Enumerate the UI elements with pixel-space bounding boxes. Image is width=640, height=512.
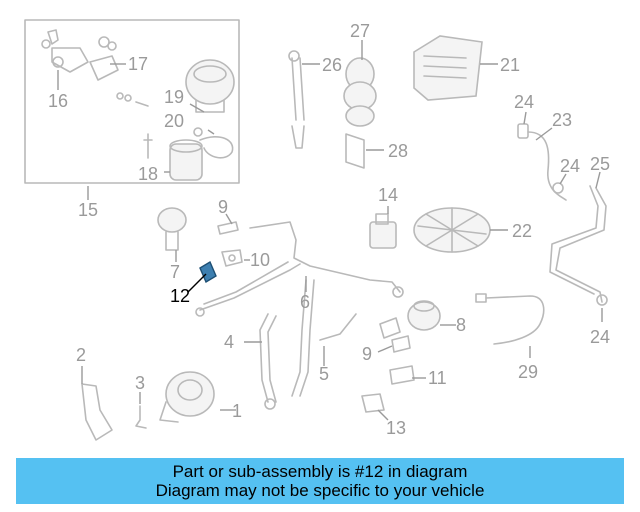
callout-18[interactable]: 18 bbox=[138, 164, 158, 184]
callout-20[interactable]: 20 bbox=[164, 111, 184, 131]
callout-5[interactable]: 5 bbox=[319, 364, 329, 384]
callout-27[interactable]: 27 bbox=[350, 21, 370, 41]
leader-12 bbox=[187, 273, 207, 293]
callout-9a[interactable]: 9 bbox=[218, 197, 228, 217]
callout-8[interactable]: 8 bbox=[456, 315, 466, 335]
banner-line-1: Part or sub-assembly is #12 in diagram bbox=[172, 462, 468, 481]
callout-7[interactable]: 7 bbox=[170, 262, 180, 282]
callout-26[interactable]: 26 bbox=[322, 55, 342, 75]
callout-11[interactable]: 11 bbox=[428, 368, 447, 388]
part-9-gasket-b[interactable] bbox=[379, 317, 401, 339]
callout-1[interactable]: 1 bbox=[232, 401, 242, 421]
part-21-module[interactable] bbox=[413, 35, 483, 101]
callout-24a[interactable]: 24 bbox=[514, 92, 534, 112]
part-12-gasket[interactable] bbox=[199, 260, 217, 284]
part-2-bracket[interactable] bbox=[81, 383, 113, 441]
part-22-cover[interactable] bbox=[413, 207, 491, 253]
callout-21[interactable]: 21 bbox=[500, 55, 520, 75]
callout-16[interactable]: 16 bbox=[48, 91, 68, 111]
part-24-clamp-c[interactable] bbox=[596, 294, 608, 306]
leader-23 bbox=[535, 127, 553, 141]
part-24-clamp-b[interactable] bbox=[552, 182, 564, 194]
part-16-bracket[interactable] bbox=[41, 29, 89, 73]
leader-25 bbox=[595, 171, 601, 189]
callout-17[interactable]: 17 bbox=[128, 54, 148, 74]
callout-24b[interactable]: 24 bbox=[560, 156, 580, 176]
part-5-pipe[interactable] bbox=[291, 279, 357, 397]
part-4-pipe[interactable] bbox=[259, 313, 277, 410]
part-20-hose[interactable] bbox=[193, 127, 234, 159]
part-18-filter[interactable] bbox=[143, 133, 203, 181]
leader-20 bbox=[207, 129, 215, 135]
part-8-valve[interactable] bbox=[407, 300, 441, 331]
leader-13 bbox=[377, 409, 389, 421]
callout-10[interactable]: 10 bbox=[250, 250, 270, 270]
part-26-rod[interactable] bbox=[288, 50, 305, 149]
callout-23[interactable]: 23 bbox=[552, 110, 572, 130]
callout-28[interactable]: 28 bbox=[388, 141, 408, 161]
callout-14[interactable]: 14 bbox=[378, 185, 398, 205]
part-24-clamp-a[interactable] bbox=[517, 123, 529, 139]
subassembly-box-15 bbox=[24, 19, 240, 184]
part-11-bracket[interactable] bbox=[389, 365, 415, 385]
part-29-sensor[interactable] bbox=[475, 293, 545, 345]
part-25-pipe[interactable] bbox=[549, 185, 607, 303]
callout-22[interactable]: 22 bbox=[512, 221, 532, 241]
leader-24a bbox=[523, 111, 527, 125]
leader-24b bbox=[559, 173, 567, 185]
info-banner: Part or sub-assembly is #12 in diagram D… bbox=[16, 458, 624, 504]
callout-24c[interactable]: 24 bbox=[590, 327, 610, 347]
callout-9b[interactable]: 9 bbox=[362, 344, 372, 364]
part-10-flange[interactable] bbox=[221, 249, 243, 267]
callout-12[interactable]: 12 bbox=[170, 286, 190, 306]
leader-19 bbox=[189, 103, 205, 113]
part-7-valve[interactable] bbox=[157, 207, 187, 251]
part-14-sensor[interactable] bbox=[369, 213, 397, 249]
part-3-sensor[interactable] bbox=[135, 405, 147, 429]
part-19-valve[interactable] bbox=[185, 59, 235, 113]
callout-25[interactable]: 25 bbox=[590, 154, 610, 174]
banner-line-2: Diagram may not be specific to your vehi… bbox=[155, 481, 485, 500]
leader-9b bbox=[377, 345, 393, 353]
callout-6[interactable]: 6 bbox=[300, 292, 310, 312]
part-6-pipe[interactable] bbox=[195, 221, 404, 317]
callout-3[interactable]: 3 bbox=[135, 373, 145, 393]
callout-19[interactable]: 19 bbox=[164, 87, 184, 107]
callout-4[interactable]: 4 bbox=[224, 332, 234, 352]
part-13-bracket[interactable] bbox=[361, 393, 385, 413]
parts-diagram: 1 2 3 4 5 6 7 8 9 9 10 11 12 13 14 15 16… bbox=[24, 19, 610, 441]
callout-13[interactable]: 13 bbox=[386, 418, 406, 438]
callout-29[interactable]: 29 bbox=[518, 362, 538, 382]
part-28-bracket[interactable] bbox=[345, 133, 365, 169]
part-17-bracket[interactable] bbox=[89, 36, 149, 107]
callout-2[interactable]: 2 bbox=[76, 345, 86, 365]
part-9-gasket-c[interactable] bbox=[391, 335, 411, 353]
part-1-pump[interactable] bbox=[159, 371, 215, 423]
leader-9a bbox=[225, 213, 233, 225]
callout-15[interactable]: 15 bbox=[78, 200, 98, 220]
part-9-gasket-a[interactable] bbox=[217, 221, 239, 235]
part-27-canister[interactable] bbox=[343, 57, 377, 127]
